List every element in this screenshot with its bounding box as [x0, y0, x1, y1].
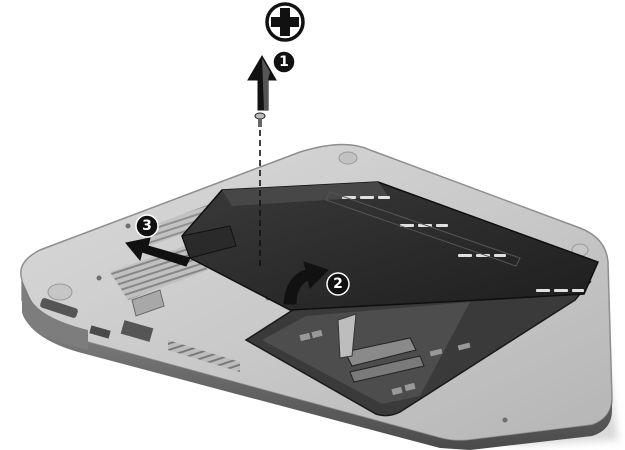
cover-tab	[181, 225, 237, 259]
rubber-foot	[47, 283, 73, 301]
side-port	[89, 325, 111, 339]
release-latch	[131, 289, 165, 317]
step-number: 2	[333, 276, 343, 292]
phillips-screwdriver-icon	[265, 2, 305, 42]
step-number: 1	[279, 54, 289, 70]
side-port	[40, 298, 78, 318]
laptop-side-edge	[22, 280, 88, 350]
memory-socket	[349, 355, 425, 383]
chip-row	[299, 329, 471, 396]
lift-arrow-up-icon	[247, 55, 277, 111]
component-bay	[244, 281, 592, 417]
step-1-group	[247, 2, 305, 268]
laptop-front-edge	[22, 300, 612, 450]
step-callout-2: 2	[326, 272, 350, 296]
curved-lift-arrow-icon	[283, 261, 329, 305]
step-number: 3	[142, 218, 152, 234]
screw-icon	[254, 112, 266, 127]
step-callout-3: 3	[135, 214, 159, 238]
step-callout-1: 1	[272, 50, 296, 74]
slide-arrow-left-icon	[125, 237, 191, 267]
memory-socket	[344, 337, 417, 367]
screw-hole	[96, 275, 102, 281]
rubber-foot	[338, 151, 358, 165]
cover-slots	[342, 196, 584, 292]
arrow-shading	[262, 58, 270, 110]
service-cover	[181, 181, 600, 311]
hdd-connector	[337, 313, 357, 359]
cover-bevel	[222, 182, 388, 206]
screw-hole	[502, 417, 508, 423]
cover-slot-frame	[325, 191, 521, 267]
screw-hole	[125, 223, 131, 229]
side-vent	[168, 340, 240, 372]
side-port	[120, 320, 154, 342]
